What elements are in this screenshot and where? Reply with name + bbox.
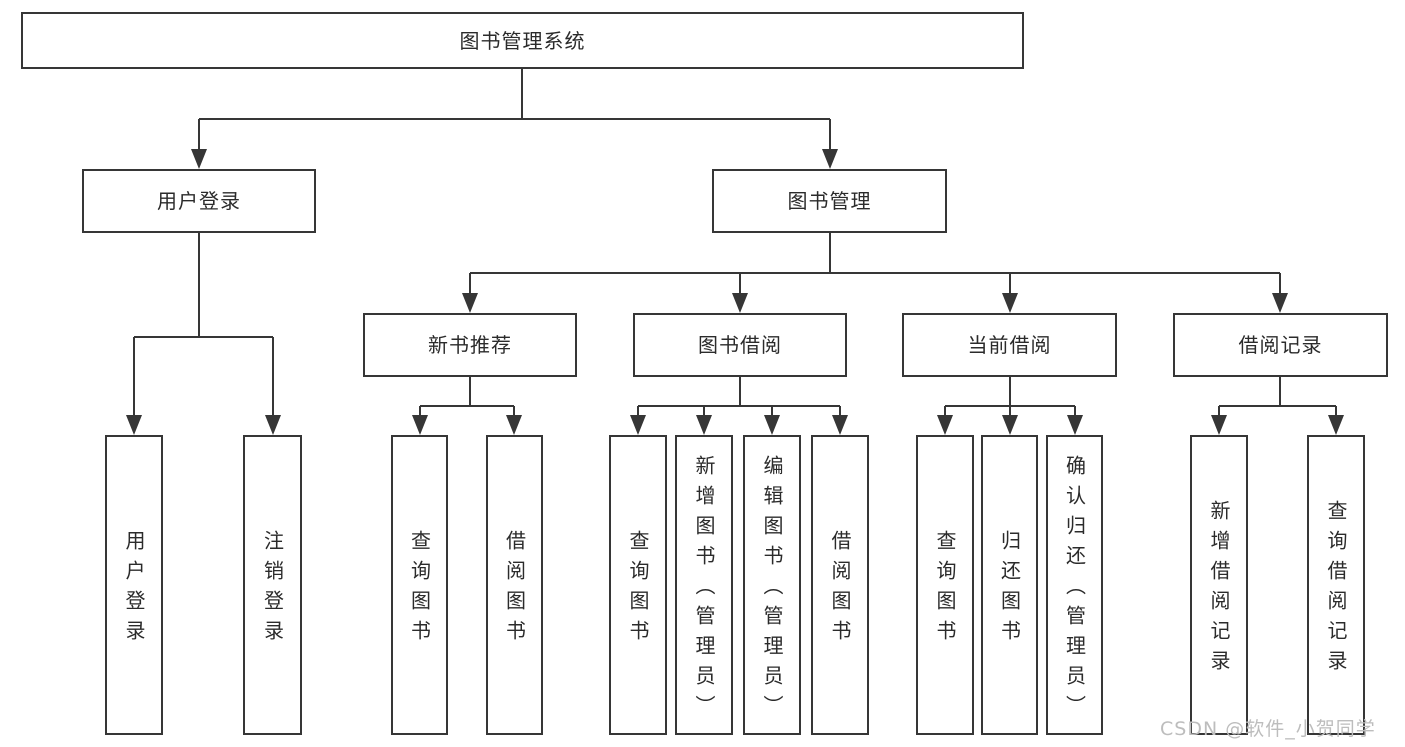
node-book-borrow: 图书借阅 [633,313,847,377]
leaf-current-return-books: 归还图书 [981,435,1038,735]
leaf-user-login: 用户登录 [105,435,163,735]
leaf-newbook-borrow-books: 借阅图书 [486,435,543,735]
arrowhead-icons [126,149,1344,435]
node-book-management-module: 图书管理 [712,169,947,233]
leaf-newbook-query-books: 查询图书 [391,435,448,735]
leaf-current-confirm-return-admin: 确认归还（管理员） [1046,435,1103,735]
leaf-record-query: 查询借阅记录 [1307,435,1365,735]
node-new-book-recommend: 新书推荐 [363,313,577,377]
leaf-borrow-borrow-books: 借阅图书 [811,435,869,735]
node-borrow-record: 借阅记录 [1173,313,1388,377]
leaf-current-query-books: 查询图书 [916,435,974,735]
leaf-borrow-add-books-admin: 新增图书（管理员） [675,435,733,735]
node-root-system: 图书管理系统 [21,12,1024,69]
node-current-borrow: 当前借阅 [902,313,1117,377]
leaf-logout: 注销登录 [243,435,302,735]
csdn-watermark: CSDN @软件_小贺同学 [1160,718,1376,740]
leaf-borrow-edit-books-admin: 编辑图书（管理员） [743,435,801,735]
node-user-login-module: 用户登录 [82,169,316,233]
leaf-record-add: 新增借阅记录 [1190,435,1248,735]
leaf-borrow-query-books: 查询图书 [609,435,667,735]
